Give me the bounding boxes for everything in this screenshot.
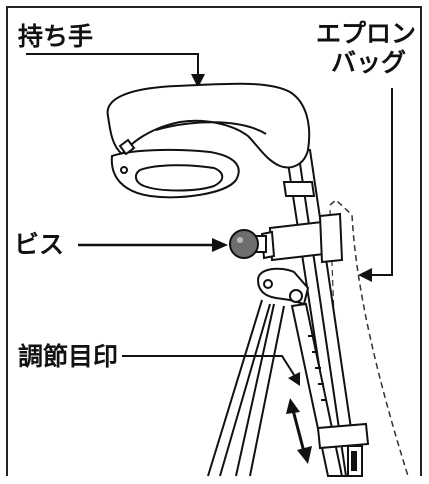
screw-leader xyxy=(78,238,228,252)
handle-grip xyxy=(106,82,311,199)
adjust-mark-label: 調節目印 xyxy=(18,342,119,371)
diagram-frame xyxy=(6,6,422,476)
apron-bag-outline xyxy=(329,198,409,477)
lower-slider xyxy=(316,422,370,477)
legs xyxy=(207,299,285,477)
apron-bag-label-line1: エプロン xyxy=(316,19,417,48)
screw-knob xyxy=(229,229,267,259)
handle-leader xyxy=(26,53,205,88)
bracket xyxy=(256,267,310,306)
adjust-double-arrow xyxy=(286,398,312,464)
screw-label: ビス xyxy=(14,230,65,259)
apron-bag-leader xyxy=(358,88,393,282)
apron-bag-label-line2: バッグ xyxy=(331,48,407,77)
handle-label: 持ち手 xyxy=(18,22,94,51)
adjust-mark-leader xyxy=(122,355,300,386)
